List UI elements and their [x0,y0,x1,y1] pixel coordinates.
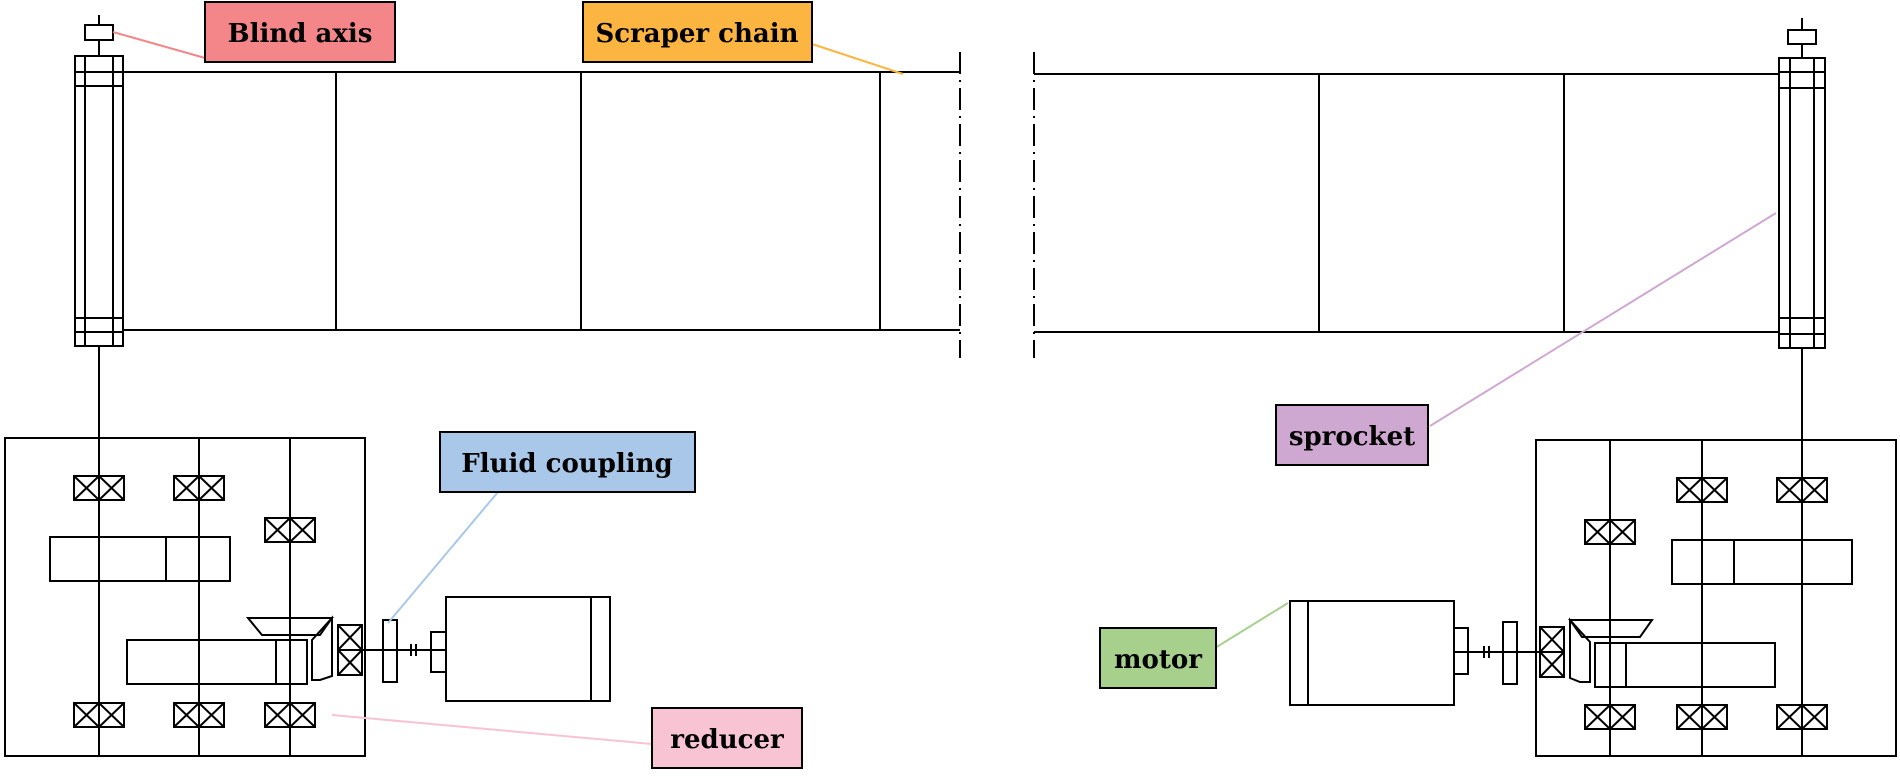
bearing [337,624,363,676]
label-scraper-chain: Scraper chain [582,1,813,63]
right-sprocket-assembly [1778,18,1826,440]
left-sprocket-assembly [74,15,124,438]
blind-axis-leader [112,31,206,59]
left-sprocket [74,55,124,347]
label-sprocket: sprocket [1275,404,1429,466]
bearing [264,517,316,543]
motor-leader [1214,602,1289,649]
bearing [1676,704,1728,730]
label-reducer: reducer [651,707,803,769]
leader-lines [112,31,1777,745]
bevel-gear [1568,619,1654,638]
bearing [1676,477,1728,503]
left-chain-section [123,52,961,358]
bevel-gear [1569,617,1591,683]
bearing [173,702,225,728]
label-scraper-chain-text: Scraper chain [596,19,799,49]
gear [1594,642,1776,688]
bearing [1776,704,1828,730]
reducer-leader [331,714,653,745]
label-reducer-text: reducer [670,725,784,755]
left-drive-train [362,596,611,702]
bearing [1776,477,1828,503]
bearing [264,702,316,728]
bearing [1539,626,1565,678]
label-motor-text: motor [1114,645,1202,675]
gear [126,639,308,685]
left-reducer [4,437,366,757]
right-motor [1289,600,1455,706]
bevel-gear [245,617,334,636]
sprocket-leader [1429,212,1777,427]
label-fluid-coupling: Fluid coupling [439,431,696,493]
label-blind-axis-text: Blind axis [228,19,373,49]
fluid-coupling-leader [387,491,499,624]
right-drive-train [1289,600,1540,706]
right-shaft-cap [1787,29,1817,45]
gear [49,536,231,582]
right-sprocket [1778,57,1826,349]
bevel-gear [311,615,333,681]
bearing [173,475,225,501]
right-chain-section [1033,52,1779,358]
bearing [1584,519,1636,545]
scraper-chain-leader [811,43,904,75]
fluid-coupling [1502,621,1518,685]
right-reducer [1535,439,1897,757]
bearing [73,475,125,501]
left-blind-axis-cap [84,24,114,41]
bearing [73,702,125,728]
label-sprocket-text: sprocket [1289,422,1415,452]
right-reducer-housing [1535,439,1897,757]
label-blind-axis: Blind axis [204,1,396,63]
left-reducer-housing [4,437,366,757]
bearing [1584,704,1636,730]
left-motor [445,596,611,702]
label-motor: motor [1099,627,1217,689]
gear [1671,539,1853,585]
label-fluid-coupling-text: Fluid coupling [461,449,672,479]
